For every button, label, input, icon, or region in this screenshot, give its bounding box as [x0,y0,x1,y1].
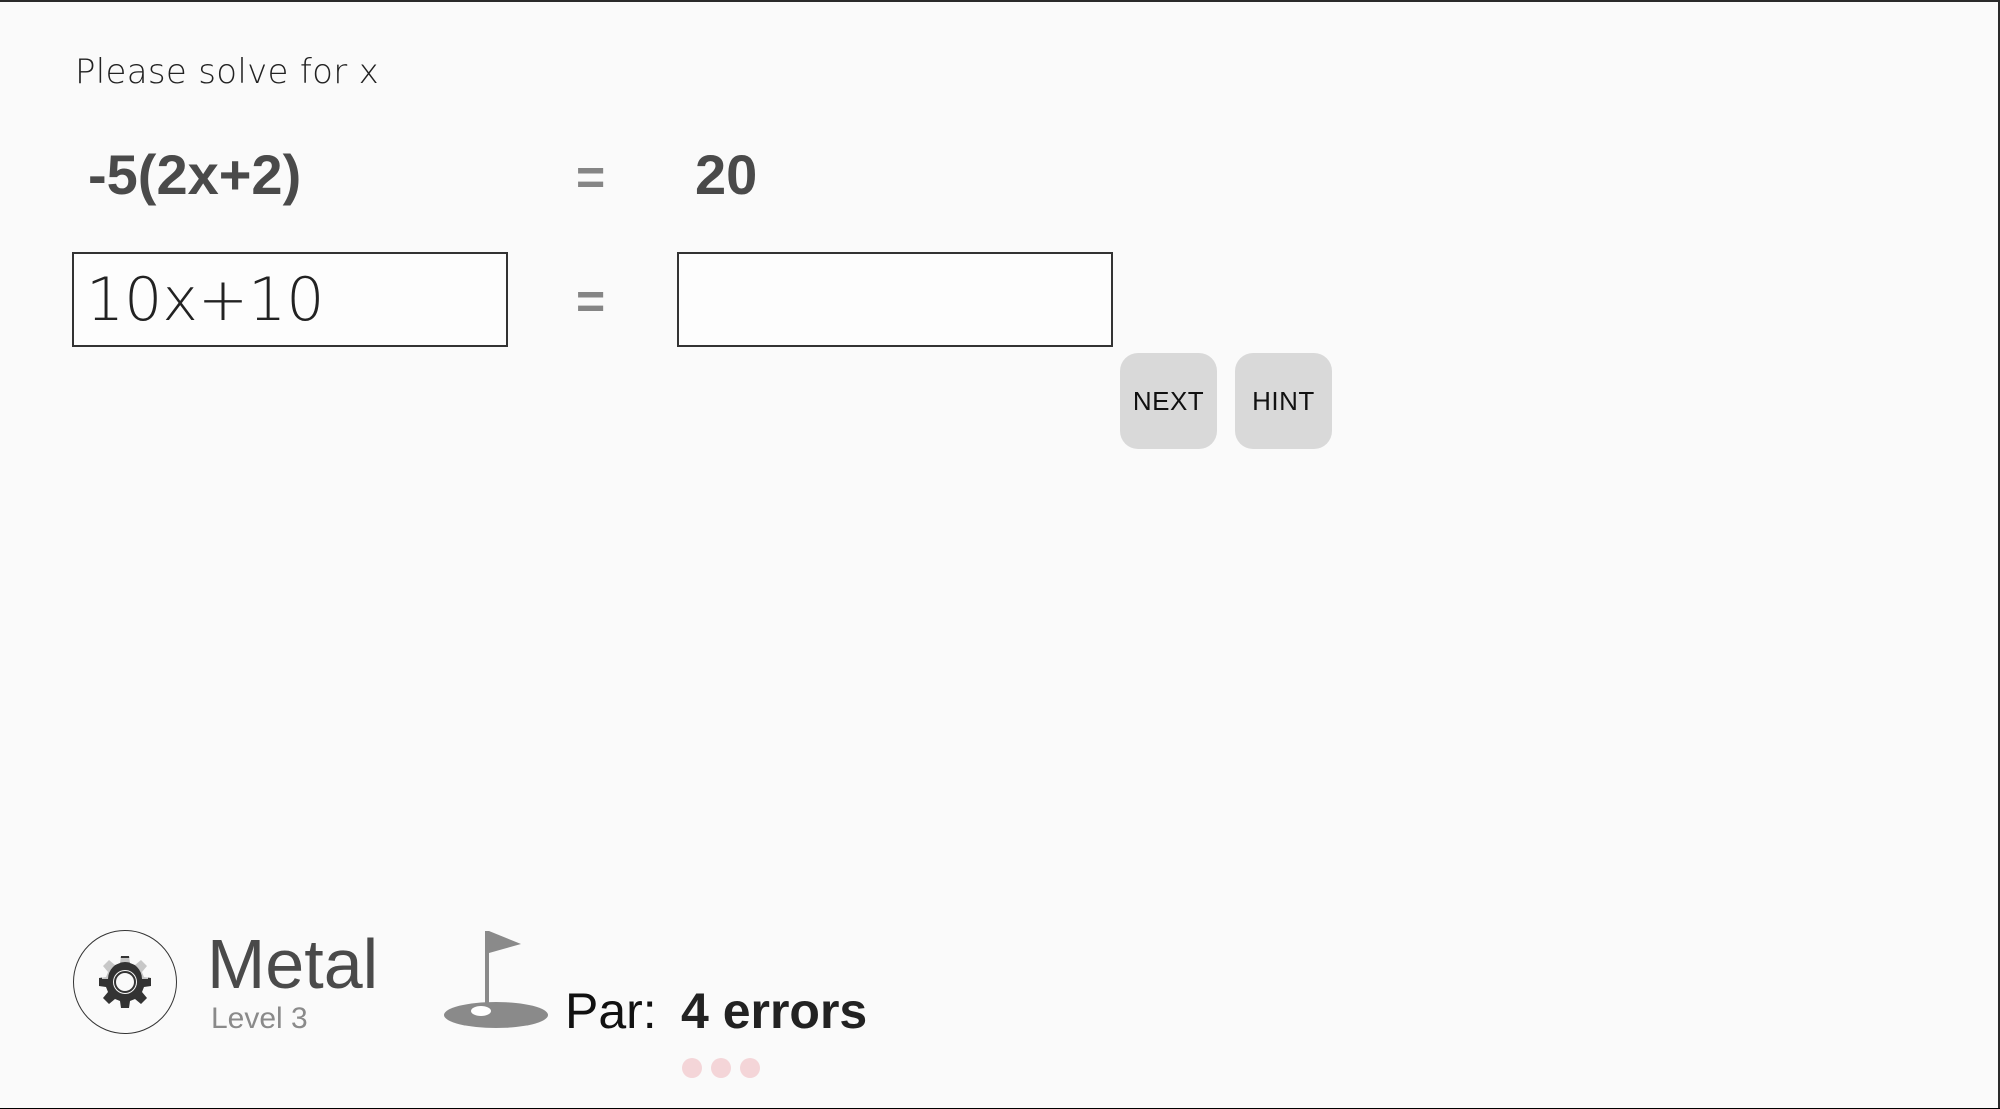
progress-dot [740,1058,760,1078]
par-label: Par: [565,983,657,1039]
problem-left-expression: -5(2x+2) [88,143,302,206]
progress-dot [711,1058,731,1078]
work-right-input[interactable] [677,252,1113,347]
gear-icon [99,956,151,1008]
work-equals-sign: = [576,273,606,329]
problem-equals-sign: = [576,149,606,205]
problem-right-expression: 20 [695,143,758,206]
progress-dots [682,1058,760,1078]
golf-flag-icon [444,931,548,1028]
level-name: Metal [207,925,379,1003]
work-left-input[interactable] [72,252,508,347]
progress-dot [682,1058,702,1078]
settings-button[interactable] [73,930,177,1034]
hint-button[interactable]: HINT [1235,353,1332,449]
level-number: Level 3 [211,1002,308,1035]
instruction-text: Please solve for x [75,52,380,92]
next-button[interactable]: NEXT [1120,353,1217,449]
par-value: 4 errors [681,983,868,1039]
